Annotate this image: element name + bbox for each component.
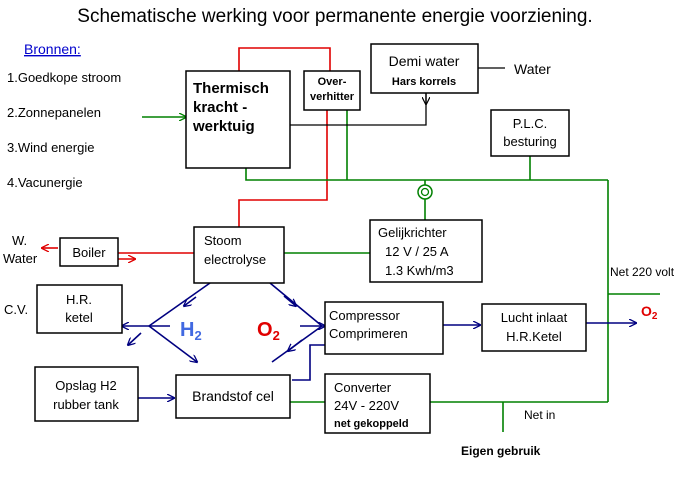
opslag-label: Opslag H2 xyxy=(55,378,116,393)
sources-heading: Bronnen: xyxy=(24,41,81,57)
gelijkrichter-label: 12 V / 25 A xyxy=(385,244,449,259)
source-item: 1.Goedkope stroom xyxy=(7,70,121,85)
boiler-label: Boiler xyxy=(72,245,106,260)
tkw-label: werktuig xyxy=(192,118,255,135)
oververhitter-label: Over- xyxy=(318,76,347,88)
plc-block: P.L.C. besturing xyxy=(490,109,570,157)
w-water-label: Water xyxy=(3,251,38,266)
heat-line xyxy=(238,47,331,71)
demi-label: Hars korrels xyxy=(392,76,456,88)
compressor-label: Comprimeren xyxy=(329,326,408,341)
lucht-inlaat-block: Lucht inlaat H.R.Ketel xyxy=(481,303,587,352)
gas-line xyxy=(148,282,211,327)
h2-label: H2 xyxy=(180,319,202,343)
converter-label: 24V - 220V xyxy=(334,398,399,413)
power-line xyxy=(245,168,608,181)
gelijkrichter-label: Gelijkrichter xyxy=(378,225,447,240)
gas-line xyxy=(292,344,325,381)
plc-label: P.L.C. xyxy=(513,116,547,131)
demi-water-block: Demi water Hars korrels xyxy=(370,43,479,94)
hr-ketel-label: ketel xyxy=(65,310,93,325)
boiler-block: Boiler xyxy=(59,237,119,267)
water-label: Water xyxy=(514,61,551,77)
source-item: 3.Wind energie xyxy=(7,140,94,155)
o2-label: O2 xyxy=(257,319,280,343)
tkw-label: kracht - xyxy=(193,99,247,116)
stoom-label: electrolyse xyxy=(204,252,266,267)
oververhitter-block: Over- verhitter xyxy=(303,70,361,111)
demi-label: Demi water xyxy=(389,53,460,69)
net-in-label: Net in xyxy=(524,408,555,422)
source-item: 2.Zonnepanelen xyxy=(7,105,101,120)
gas-arrow xyxy=(128,332,142,345)
stoom-label: Stoom xyxy=(204,233,242,248)
w-water-label: W. xyxy=(12,233,27,248)
o2-output-label: O2 xyxy=(641,303,658,322)
tkw-block: Thermisch kracht - werktuig xyxy=(185,70,291,169)
plc-label: besturing xyxy=(503,134,556,149)
source-item: 4.Vacunergie xyxy=(7,175,83,190)
gas-arrow xyxy=(283,295,296,306)
gas-line xyxy=(148,325,197,362)
opslag-label: rubber tank xyxy=(53,397,119,412)
hr-ketel-block: H.R. ketel xyxy=(36,284,123,334)
lucht-label: Lucht inlaat xyxy=(501,310,568,325)
heat-line xyxy=(238,110,328,227)
compressor-block: Compressor Comprimeren xyxy=(324,301,444,355)
cv-label: C.V. xyxy=(4,302,28,317)
gas-line xyxy=(269,282,323,327)
gelijkrichter-label: 1.3 Kwh/m3 xyxy=(385,263,454,278)
transformer-icon xyxy=(417,184,433,200)
brandstof-cel-block: Brandstof cel xyxy=(175,374,291,419)
eigen-gebruik-label: Eigen gebruik xyxy=(461,444,541,458)
converter-block: Converter 24V - 220V net gekoppeld xyxy=(324,373,431,434)
converter-label: Converter xyxy=(334,380,392,395)
gas-arrow xyxy=(184,296,197,306)
tkw-label: Thermisch xyxy=(193,80,269,97)
brandstof-label: Brandstof cel xyxy=(192,388,274,404)
transformer-icon xyxy=(420,187,430,197)
opslag-block: Opslag H2 rubber tank xyxy=(34,366,139,422)
stoom-electrolyse-block: Stoom electrolyse xyxy=(193,226,285,284)
converter-label: net gekoppeld xyxy=(334,418,409,430)
lucht-label: H.R.Ketel xyxy=(506,329,562,344)
hr-ketel-label: H.R. xyxy=(66,292,92,307)
compressor-label: Compressor xyxy=(329,308,400,323)
gas-arrow xyxy=(288,339,303,351)
net220-label: Net 220 volt xyxy=(610,265,675,279)
diagram-title: Schematische werking voor permanente ene… xyxy=(77,6,592,27)
gelijkrichter-block: Gelijkrichter 12 V / 25 A 1.3 Kwh/m3 xyxy=(369,219,483,283)
oververhitter-label: verhitter xyxy=(310,91,355,103)
